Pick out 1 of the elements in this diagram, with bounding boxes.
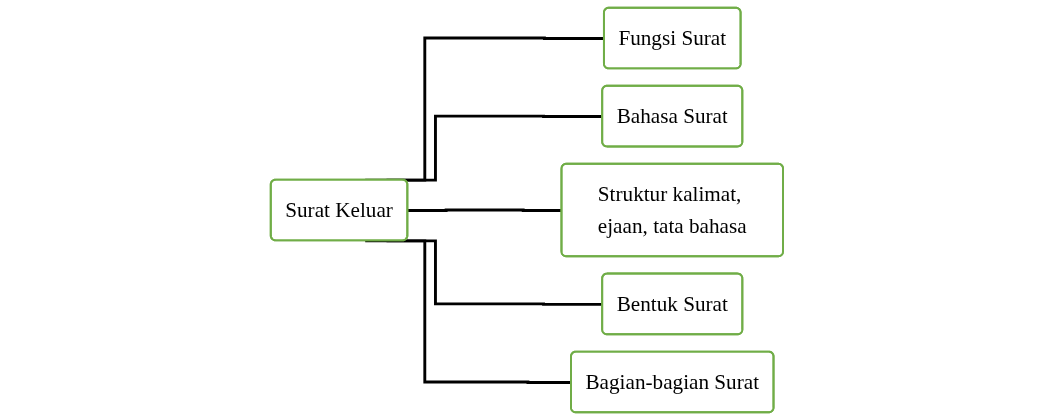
connector — [407, 208, 562, 212]
